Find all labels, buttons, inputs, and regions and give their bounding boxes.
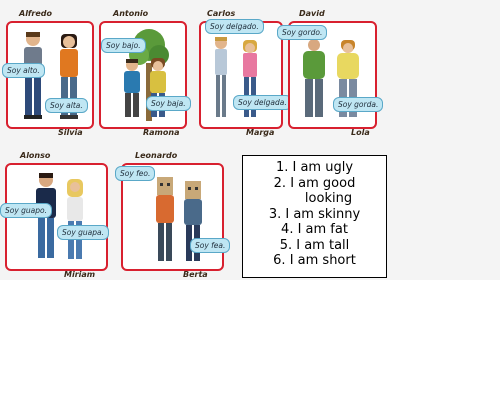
person-miriam [67,179,83,259]
speech-bubble: Soy bajo. [101,38,146,53]
name-ramona: Ramona [143,128,180,137]
speech-bubble: Soy delgado. [205,19,264,34]
person-ramona [150,58,166,117]
name-miriam: Miriam [64,270,96,279]
translation-list: 1. I am ugly 2. I am good looking 3. I a… [243,156,386,269]
list-item: 2. I am good [273,175,356,191]
speech-bubble: Soy baja. [146,96,191,111]
list-item: 1. I am ugly [275,160,354,175]
name-lola: Lola [351,128,370,137]
list-item: 6. I am short [273,253,356,268]
name-david: David [299,9,325,18]
name-silvia: Silvia [58,128,83,137]
speech-bubble: Soy fea. [190,238,231,253]
speech-bubble: Soy guapa. [57,225,110,240]
speech-bubble: Soy alta. [45,98,88,113]
translation-list-box: 1. I am ugly 2. I am good looking 3. I a… [242,155,387,278]
name-alfredo: Alfredo [19,9,53,18]
speech-bubble: Soy guapo. [0,203,53,218]
person-carlos [215,37,227,117]
name-antonio: Antonio [113,9,149,18]
person-silvia [60,34,78,119]
speech-bubble: Soy alto. [2,63,45,78]
speech-bubble: Soy gordo. [277,25,328,40]
person-antonio [124,59,140,117]
speech-bubble: Soy delgada. [233,95,292,110]
person-david [303,39,325,117]
name-berta: Berta [183,270,208,279]
speech-bubble: Soy feo. [115,166,156,181]
list-item: 5. I am tall [279,237,350,253]
person-leonardo [156,177,174,261]
panel-leonardo-berta [121,163,224,271]
list-item: looking [304,191,353,206]
name-carlos: Carlos [207,9,236,18]
speech-bubble: Soy gorda. [333,97,384,112]
name-alonso: Alonso [20,151,51,160]
name-marga: Marga [246,128,275,137]
name-leonardo: Leonardo [135,151,178,160]
panel-carlos-marga [199,21,283,129]
list-item: 3. I am skinny [268,206,361,222]
list-item: 4. I am fat [281,222,348,237]
illustration-area: Alfredo Soy alto. Soy alta. Silvia Anton… [0,0,500,280]
